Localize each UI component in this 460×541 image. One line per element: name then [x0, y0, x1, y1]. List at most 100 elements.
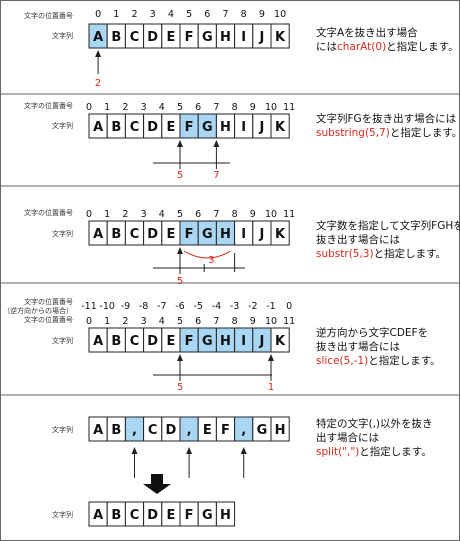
s2-marker-label-0: 5 — [177, 170, 183, 181]
s4-index-2: 2 — [122, 316, 128, 327]
s4-index-7: 7 — [213, 316, 219, 327]
s3-char-3: D — [147, 227, 158, 242]
s5-result-char-1: B — [111, 508, 121, 523]
s4-index-1: 1 — [104, 316, 110, 327]
s5-desc-line-2: split(",")と指定します。 — [316, 445, 432, 458]
s5-comma-arrow-1 — [186, 447, 193, 478]
s1-char-0: A — [93, 30, 103, 45]
s2-char-5: F — [185, 120, 194, 135]
s2-index-7: 7 — [213, 102, 219, 113]
s4-position-label-2: 文字の位置番号 — [24, 315, 73, 324]
s4-cell-10 — [270, 327, 290, 353]
s3-desc-line-2: substr(5,3)と指定します。 — [316, 247, 446, 260]
s1-cell-10 — [270, 23, 290, 49]
s2-cell-10 — [270, 113, 290, 139]
s4-index-11: 11 — [283, 316, 295, 327]
down-arrow-icon — [143, 474, 171, 494]
s2-index-11: 11 — [283, 102, 295, 113]
s2-char-0: A — [93, 120, 103, 135]
s2-index-9: 9 — [250, 102, 256, 113]
s5-result-char-2: C — [130, 508, 140, 523]
s2-index-8: 8 — [232, 102, 238, 113]
s5-result-string-label: 文字列 — [52, 510, 73, 519]
s4-reverse-index-5: -6 — [175, 301, 184, 312]
s4-index-4: 4 — [159, 316, 165, 327]
s3-char-5: F — [185, 227, 194, 242]
s1-char-10: K — [275, 30, 286, 45]
s4-reverse-index-9: -2 — [248, 301, 257, 312]
s3-index-8: 8 — [232, 209, 238, 220]
s2-string-label: 文字列 — [52, 121, 73, 130]
s2-char-1: B — [111, 120, 121, 135]
s1-char-3: D — [147, 30, 158, 45]
s4-char-8: I — [241, 334, 246, 349]
s2-char-3: D — [147, 120, 158, 135]
s2-index-3: 3 — [141, 102, 147, 113]
s2-char-4: E — [166, 120, 175, 135]
s1-position-label: 文字の位置番号 — [24, 11, 73, 20]
s4-reverse-index-4: -7 — [157, 301, 166, 312]
s1-index-6: 6 — [204, 9, 210, 20]
s3-char-4: E — [166, 227, 175, 242]
s3-index-2: 2 — [122, 209, 128, 220]
s4-char-3: D — [147, 334, 158, 349]
s3-string-label: 文字列 — [52, 229, 73, 238]
s2-index-2: 2 — [122, 102, 128, 113]
s3-char-8: I — [241, 227, 246, 242]
s5-char-6: E — [203, 423, 212, 438]
s2-position-label: 文字の位置番号 — [24, 101, 73, 110]
s1-index-8: 8 — [241, 9, 247, 20]
s3-count-arc — [183, 250, 231, 259]
s3-char-1: B — [111, 227, 121, 242]
s1-index-2: 2 — [131, 9, 137, 20]
s2-index-4: 4 — [159, 102, 165, 113]
s5-result-cell-7 — [215, 501, 236, 527]
s2-char-9: J — [258, 120, 264, 135]
s4-char-4: E — [166, 334, 175, 349]
s4-reverse-label: （逆方向からの場合） — [3, 306, 73, 315]
s2-char-6: G — [202, 120, 213, 135]
s5-char-2: , — [132, 423, 137, 438]
s1-index-0: 0 — [95, 9, 101, 20]
s2-desc-line-0: 文字列FGを抜き出す場合には — [316, 112, 456, 125]
s2-char-2: C — [130, 120, 140, 135]
s5-char-9: G — [257, 423, 268, 438]
s5-desc-line-0: 特定の文字(,)以外を抜き — [316, 417, 433, 430]
s4-reverse-index-0: -11 — [81, 301, 97, 312]
s5-desc-line-1: 出す場合には — [316, 431, 379, 444]
s5-result-char-7: H — [220, 508, 231, 523]
s3-index-10: 10 — [265, 209, 277, 220]
s3-char-2: C — [130, 227, 140, 242]
s5-char-4: D — [166, 423, 177, 438]
s1-index-7: 7 — [222, 9, 228, 20]
s3-index-3: 3 — [141, 209, 147, 220]
s1-marker-arrow — [95, 50, 102, 74]
s4-desc-line-0: 逆方向から文字CDEFを — [316, 326, 428, 339]
s4-reverse-index-2: -9 — [121, 301, 130, 312]
s5-char-3: C — [148, 423, 158, 438]
s5-result-char-5: F — [185, 508, 194, 523]
s1-index-1: 1 — [113, 9, 119, 20]
s4-index-6: 6 — [195, 316, 201, 327]
s4-marker-label-1: 1 — [268, 382, 274, 393]
s4-position-label: 文字の位置番号 — [24, 297, 73, 306]
s1-index-3: 3 — [150, 9, 156, 20]
s3-index-4: 4 — [159, 209, 165, 220]
s3-char-7: H — [220, 227, 231, 242]
s5-char-0: A — [93, 423, 103, 438]
s1-char-9: J — [258, 30, 264, 45]
s4-index-0: 0 — [86, 316, 92, 327]
s5-char-10: H — [275, 423, 286, 438]
s3-cell-10 — [270, 220, 290, 246]
s4-char-10: K — [275, 334, 286, 349]
s3-desc-line-0: 文字数を指定して文字列FGHを — [316, 219, 460, 232]
s5-char-5: , — [187, 423, 192, 438]
s5-result-char-6: G — [202, 508, 213, 523]
s4-char-6: G — [202, 334, 213, 349]
s5-char-8: , — [241, 423, 246, 438]
